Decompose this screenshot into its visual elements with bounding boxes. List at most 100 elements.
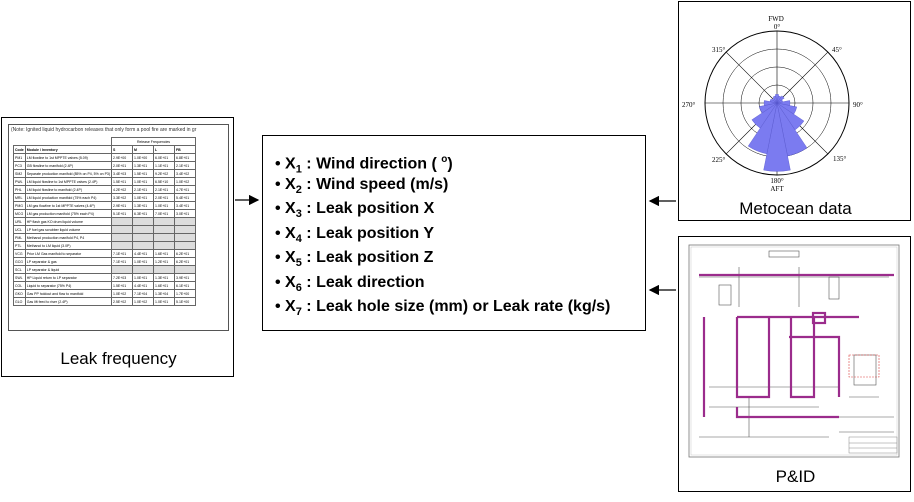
table-cell: HP Liquid return to LP separator xyxy=(24,273,113,282)
variable-symbol: X xyxy=(285,155,296,173)
table-cell: 1.5E+01 xyxy=(132,169,155,178)
table-cell: 1.0E+02 xyxy=(132,297,155,306)
deg-225-label: 225° xyxy=(712,156,726,164)
table-cell xyxy=(132,225,155,234)
pid-panel: P&ID xyxy=(678,236,911,492)
table-cell: Prior LM Gas manifold to separator xyxy=(24,249,113,258)
table-cell xyxy=(132,233,155,242)
table-cell: 1.3E+01 xyxy=(153,273,176,282)
table-cell: 1.0E+01 xyxy=(153,297,176,306)
table-cell xyxy=(111,233,134,242)
table-cell: 2.5E+02 xyxy=(111,297,134,306)
deg-0-label: 0° xyxy=(774,23,781,31)
rose-spoke xyxy=(725,51,778,104)
rose-sector xyxy=(759,102,778,114)
table-header-cell: S xyxy=(111,145,134,154)
pid-title-block xyxy=(848,436,898,454)
leak-frequency-table-image: (Note: Ignited liquid hydrocarbon releas… xyxy=(8,124,229,331)
rose-sector xyxy=(772,95,778,104)
table-cell: LP fuel gas scrubber liquid volume xyxy=(24,225,113,234)
table-cell: LM flowline to 1st MPPTE valves (5.09) xyxy=(24,153,113,162)
table-cell: 1.3E+04 xyxy=(153,289,176,298)
variable-item: • X3 : Leak position X xyxy=(275,200,435,221)
table-cell: PM1 xyxy=(13,153,26,162)
table-cell: 1.0E+01 xyxy=(132,193,155,202)
rose-sector xyxy=(776,95,785,104)
deg-315-label: 315° xyxy=(712,46,726,54)
table-cell: COL xyxy=(13,281,26,290)
metocean-panel: FWD 0° 45° 90° 135° 180° AFT 225° 270° 3… xyxy=(678,1,911,221)
leak-frequency-caption: Leak frequency xyxy=(60,349,177,368)
table-cell: 3.9E+01 xyxy=(174,273,197,282)
table-cell: 1.0E+01 xyxy=(132,177,155,186)
table-cell: MRL xyxy=(13,193,26,202)
table-cell: 1.0E+01 xyxy=(153,201,176,210)
variable-item: • X7 : Leak hole size (mm) or Leak rate … xyxy=(275,298,611,319)
table-cell: MCG xyxy=(13,209,26,218)
table-cell: URL xyxy=(13,217,26,226)
variable-item: • X1 : Wind direction ( o) xyxy=(275,154,453,176)
table-cell: 5.4E+01 xyxy=(174,193,197,202)
table-cell: 6.0E+01 xyxy=(153,153,176,162)
table-cell: Gas PP holdout and flow to manifold xyxy=(24,289,113,298)
table-header-cell: Module / Inventory xyxy=(24,145,113,154)
table-cell: 1.5E+01 xyxy=(111,177,134,186)
table-cell xyxy=(132,265,155,274)
table-header-cell: Code xyxy=(13,145,26,154)
table-cell: 1.3E+01 xyxy=(132,161,155,170)
table-cell: 7.2E+03 xyxy=(111,273,134,282)
table-cell: 2.9E+01 xyxy=(111,201,134,210)
table-cell: GB flowline to manifold (2.4P) xyxy=(24,161,113,170)
pid-caption: P&ID xyxy=(775,467,816,486)
variable-symbol: X xyxy=(285,298,296,315)
table-cell: SWL xyxy=(13,273,26,282)
rose-sector xyxy=(763,100,778,106)
variable-text: : Wind direction ( xyxy=(301,155,442,173)
table-cell: PML xyxy=(13,233,26,242)
variable-text: : Leak position Y xyxy=(301,224,435,242)
variable-item: • X6 : Leak direction xyxy=(275,273,425,294)
table-cell: SM2 xyxy=(13,169,26,178)
variable-text: : Leak position X xyxy=(301,200,435,217)
table-cell: 4.7E+01 xyxy=(174,185,197,194)
aft-label: AFT xyxy=(770,185,784,193)
table-header-cell: FB xyxy=(174,145,197,154)
variable-index: 5 xyxy=(295,257,302,270)
table-cell: LP separator & gas xyxy=(24,257,113,266)
table-cell: 3.0E+01 xyxy=(174,209,197,218)
table-header-cell: L xyxy=(153,145,176,154)
table-cell: 5.1E+01 xyxy=(111,209,134,218)
table-cell: 9.2E+02 xyxy=(153,169,176,178)
table-cell: 1.0E+02 xyxy=(111,289,134,298)
table-group-row: Release Frequencies xyxy=(14,137,197,146)
table-cell: 1.2E+01 xyxy=(153,257,176,266)
table-cell: VCG xyxy=(13,249,26,258)
variable-index: 6 xyxy=(295,281,302,294)
table-cell: Methanol to LM liquid (3.0P) xyxy=(24,241,113,250)
table-cell: 2.0E+01 xyxy=(111,161,134,170)
pid-sheet-border xyxy=(688,244,900,458)
table-cell: PWL xyxy=(13,177,26,186)
rose-sector xyxy=(775,94,779,104)
variable-index: 4 xyxy=(295,232,302,245)
table-cell: 2.1E+01 xyxy=(174,161,197,170)
table-cell: 6.2E+01 xyxy=(174,249,197,258)
table-cell: Gas lift feed to riser (2.4P) xyxy=(24,297,113,306)
table-cell: 4.4E+01 xyxy=(132,281,155,290)
pid-drawing xyxy=(688,244,900,458)
table-cell: 1.6E+01 xyxy=(153,281,176,290)
table-cell: 3.4E+01 xyxy=(174,201,197,210)
table-cell xyxy=(153,225,176,234)
variable-index: 7 xyxy=(295,306,302,319)
table-cell xyxy=(111,217,134,226)
